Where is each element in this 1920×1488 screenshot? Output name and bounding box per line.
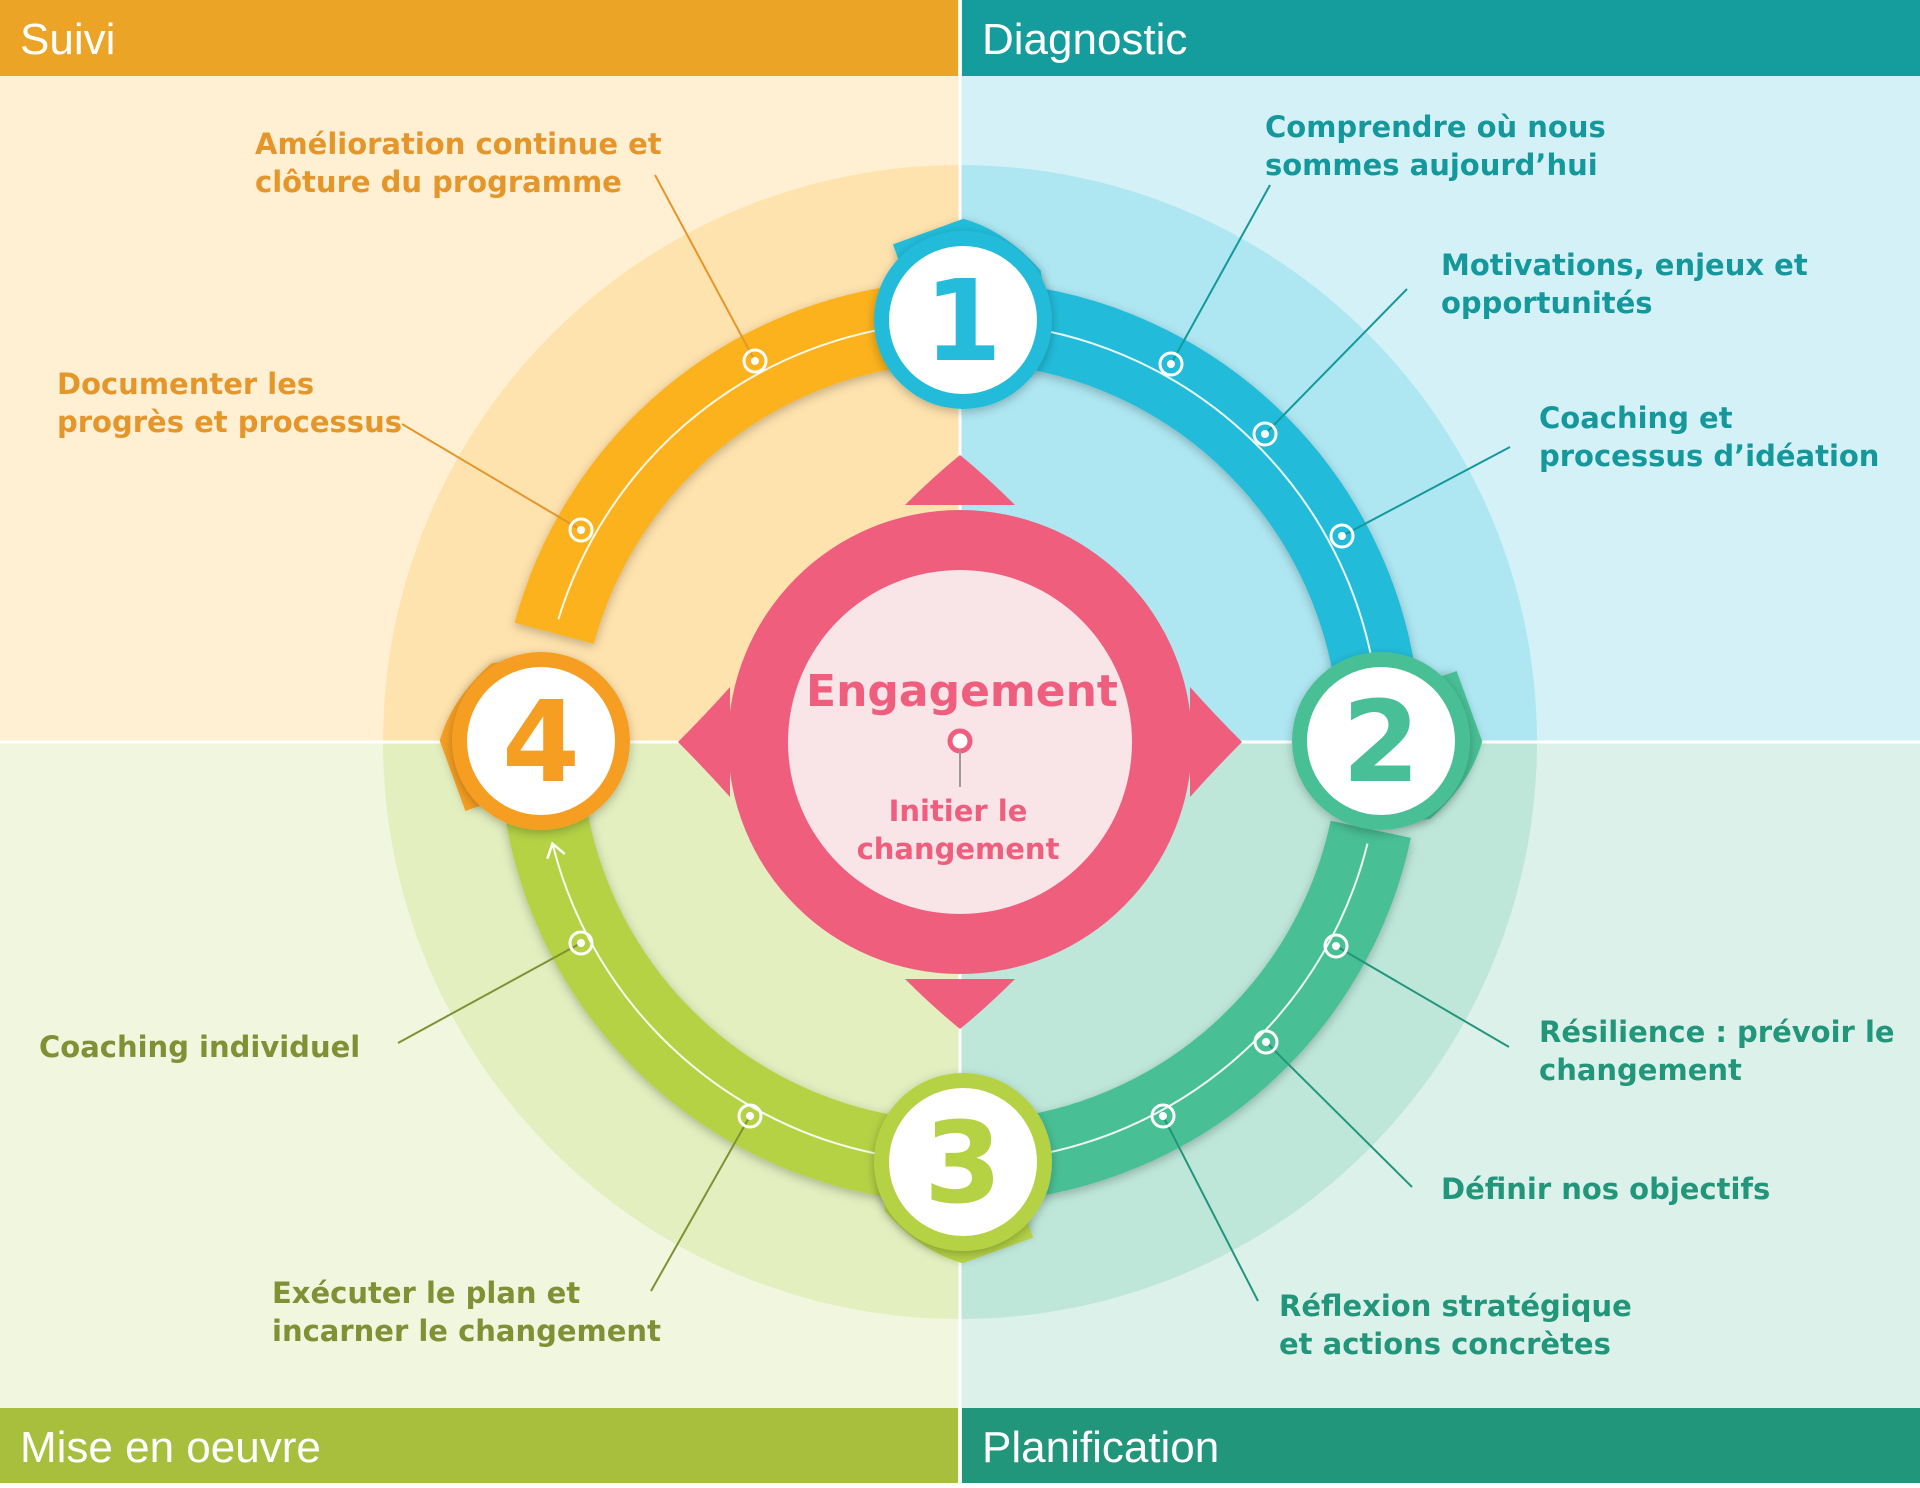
label-planification-3-line1: Réflexion stratégique [1279,1289,1632,1323]
title-planification: Planification [982,1423,1219,1472]
header-bar-mise-en-oeuvre [0,1408,958,1483]
label-planification-2-line1: Définir nos objectifs [1441,1172,1770,1206]
arc-diagnostic-inner-line [1011,324,1376,677]
header-bar-suivi [0,0,958,76]
arc-mise-en-oeuvre-arrow-icon [546,841,566,860]
center-petal-left [678,687,730,797]
header-bar-diagnostic [962,0,1920,76]
leader-diagnostic-2-dot-icon [1252,421,1278,447]
leader-diagnostic-1-dot-center [1167,360,1175,368]
label-mise-en-oeuvre-2-line1: Exécuter le plan et [272,1276,580,1310]
leader-suivi-2-dot-center [577,526,585,534]
leader-diagnostic-3-dot-center [1338,532,1346,540]
header-bar-planification [962,1408,1920,1483]
center-subtitle-line2: changement [857,832,1060,866]
step-badge-2: 2 [1292,652,1483,830]
center-engagement: Engagement Initier le changement [678,455,1242,1029]
step-badge-3: 3 [874,1073,1052,1264]
label-suivi-1-line2: clôture du programme [255,165,622,199]
cycle-ring [506,282,1420,1202]
step-badge-3-disc [889,1088,1037,1236]
leader-planification-1-dot-icon [1323,933,1349,959]
leader-mise-en-oeuvre-1-dot-icon [568,930,594,956]
leader-mise-en-oeuvre-2-line [650,1115,751,1292]
step-badge-4-disc [467,667,615,815]
label-mise-en-oeuvre-2-line2: incarner le changement [272,1314,661,1348]
leader-diagnostic-2-line [1264,288,1408,435]
leader-planification-3-dot-icon [1150,1103,1176,1129]
center-petal-top [905,455,1015,505]
step-number-3: 3 [924,1099,1002,1229]
leader-suivi-1-dot-icon [742,348,768,374]
leader-suivi-1-line [654,174,756,362]
arc-mise-en-oeuvre-inner-line [551,843,909,1160]
step-number-1: 1 [924,257,1002,387]
step-number-4: 4 [502,678,580,808]
label-planification-1-line1: Résilience : prévoir le [1539,1015,1895,1049]
label-diagnostic-2-line1: Motivations, enjeux et [1441,248,1808,282]
label-planification-1-line2: changement [1539,1053,1742,1087]
center-pin-icon [947,728,973,754]
label-suivi-2-line2: progrès et processus [57,405,402,439]
leader-diagnostic-3-dot-icon [1329,523,1355,549]
leader-lines [397,174,1511,1302]
leader-mise-en-oeuvre-1-line [397,942,582,1044]
leader-planification-1-line [1335,945,1510,1048]
leader-planification-2-dot-icon [1253,1029,1279,1055]
label-diagnostic-1-line1: Comprendre où nous [1265,110,1606,144]
leader-mise-en-oeuvre-1-dot-center [577,939,585,947]
leader-suivi-1-dot-center [751,357,759,365]
label-diagnostic-3-line1: Coaching et [1539,401,1733,435]
step-badge-1-disc [889,246,1037,394]
center-title: Engagement [806,666,1118,717]
step-number-2: 2 [1342,678,1420,808]
center-petal-bottom [905,979,1015,1029]
leader-diagnostic-3-line [1341,446,1511,537]
center-subtitle-line1: Initier le [889,794,1028,828]
leader-planification-2-line [1265,1041,1413,1188]
title-suivi: Suivi [20,15,115,64]
leader-diagnostic-2-dot-center [1261,430,1269,438]
label-mise-en-oeuvre-1-line1: Coaching individuel [39,1030,360,1064]
step-badge-2-disc [1307,667,1455,815]
title-mise-en-oeuvre: Mise en oeuvre [20,1423,321,1472]
label-suivi-2-line1: Documenter les [57,367,314,401]
leader-planification-3-line [1162,1115,1259,1302]
label-suivi-1-line1: Amélioration continue et [255,127,662,161]
leader-planification-1-dot-center [1332,942,1340,950]
step-badges: 1 2 3 4 [439,218,1483,1264]
arc-suivi-inner-line [557,326,895,620]
leader-planification-3-dot-center [1159,1112,1167,1120]
leader-diagnostic-1-dot-icon [1158,351,1184,377]
title-diagnostic: Diagnostic [982,15,1187,64]
step-badge-4: 4 [439,652,630,830]
leader-mise-en-oeuvre-2-dot-center [746,1112,754,1120]
label-diagnostic-3-line2: processus d’idéation [1539,439,1879,473]
arc-planification-inner-line [1025,843,1369,1158]
step-badge-1: 1 [874,218,1052,409]
leader-planification-2-dot-center [1262,1038,1270,1046]
leader-diagnostic-1-line [1170,184,1271,365]
label-diagnostic-1-line2: sommes aujourd’hui [1265,148,1598,182]
label-diagnostic-2-line2: opportunités [1441,286,1653,320]
center-petal-right [1190,687,1242,797]
leader-suivi-2-line [401,423,582,531]
label-planification-3-line2: et actions concrètes [1279,1327,1611,1361]
leader-suivi-2-dot-icon [568,517,594,543]
leader-mise-en-oeuvre-2-dot-icon [737,1103,763,1129]
